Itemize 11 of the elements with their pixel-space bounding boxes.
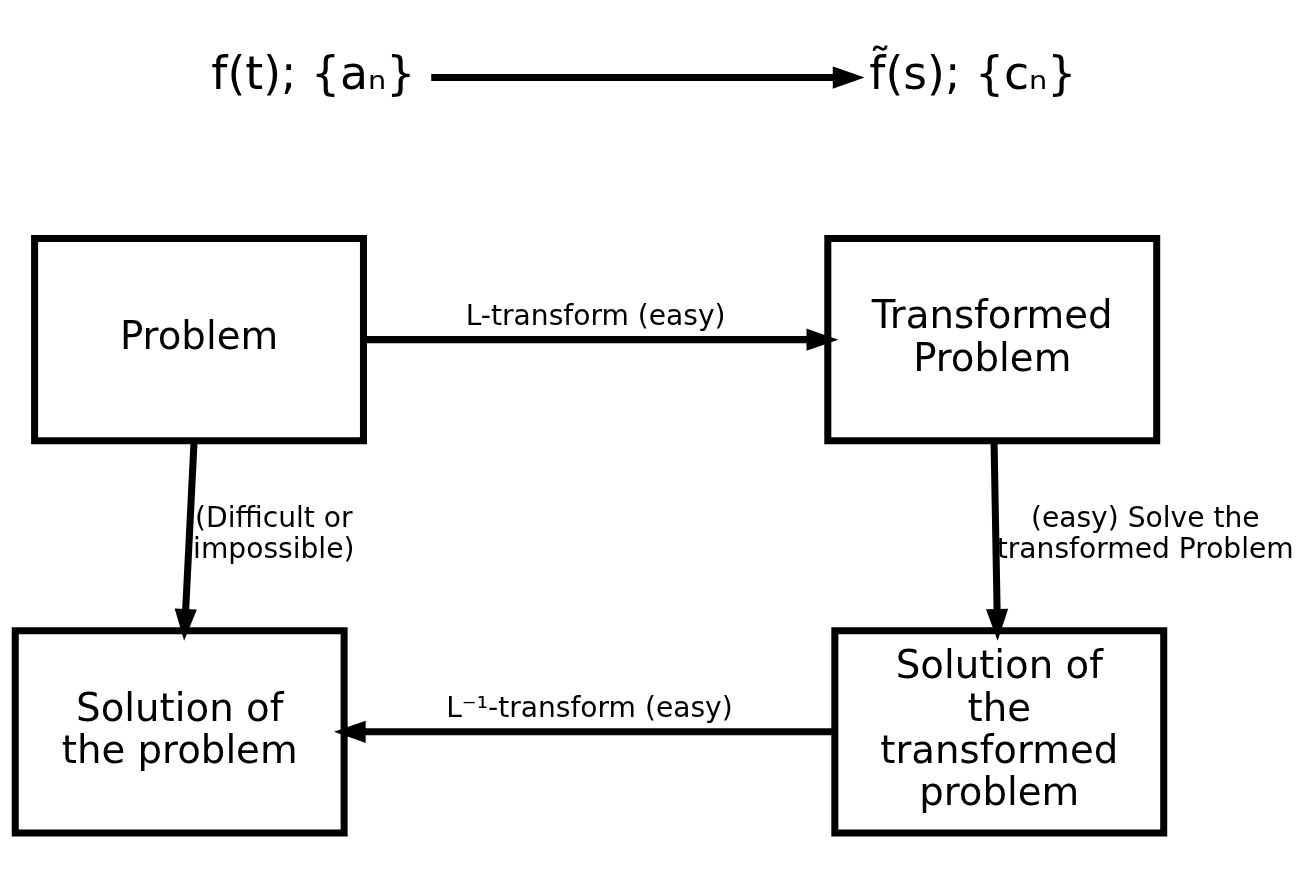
edge-label: (easy) Solve the transformed Problem (996, 500, 1294, 565)
edge-label: L⁻¹-transform (easy) (446, 690, 733, 724)
node-box: Solution of the problem (11, 626, 348, 836)
edge-label: (Difficult or impossible) (193, 500, 355, 565)
arrow (333, 720, 835, 743)
edge-label: L-transform (easy) (465, 298, 726, 332)
node-box: Solution of the transformed problem (831, 626, 1168, 836)
node-box: Problem (31, 234, 367, 444)
node-text: f(t); {aₙ} (211, 46, 416, 100)
node-box: Transformed Problem (824, 234, 1161, 444)
node-text: f̃(s); {cₙ} (869, 46, 1077, 100)
